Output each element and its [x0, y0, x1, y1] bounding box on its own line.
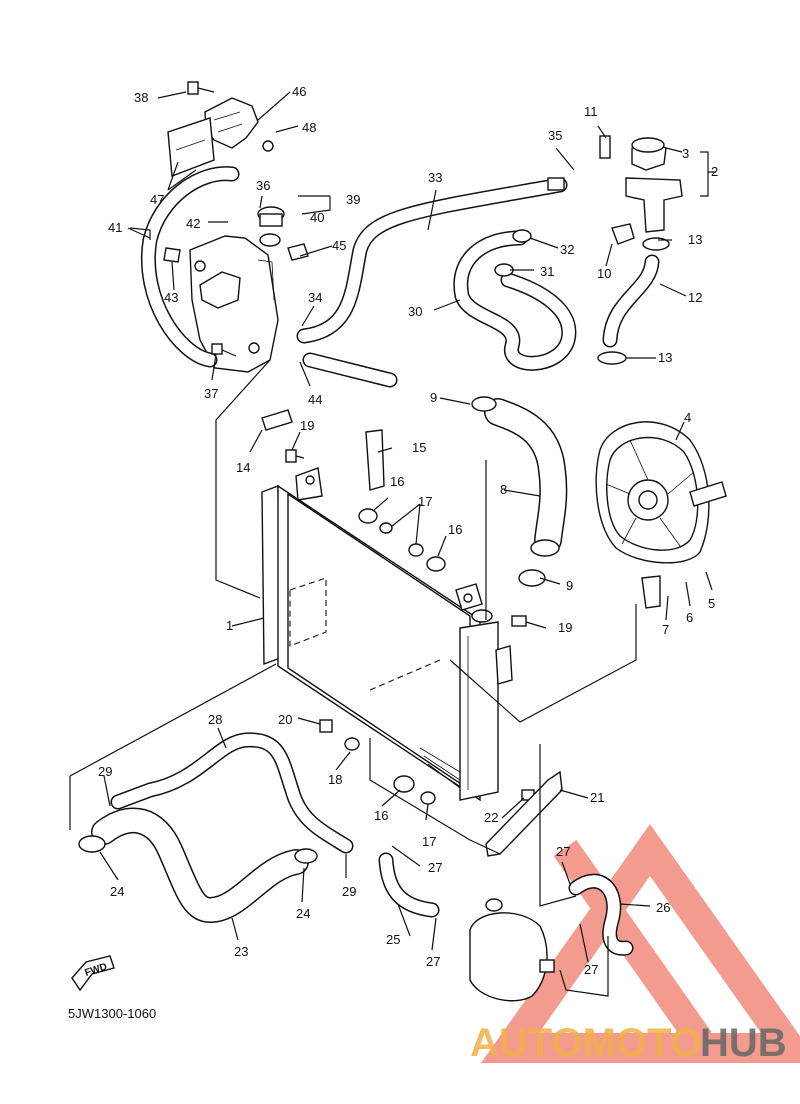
callout-27c: 27 [556, 844, 570, 859]
callout-45: 45 [332, 238, 346, 253]
callout-25: 25 [386, 932, 400, 947]
callout-42: 42 [186, 216, 200, 231]
callout-19a: 19 [300, 418, 314, 433]
radiator-1 [261, 467, 513, 802]
callout-13a: 13 [688, 232, 702, 247]
callout-10: 10 [597, 266, 611, 281]
callout-13b: 13 [658, 350, 672, 365]
callout-11: 11 [584, 104, 598, 119]
callout-40: 40 [310, 210, 324, 225]
callout-9b: 9 [566, 578, 573, 593]
callout-27a: 27 [428, 860, 442, 875]
hose-30 [453, 229, 577, 371]
callout-41: 41 [108, 220, 122, 235]
leader-lines [69, 91, 716, 997]
callout-38: 38 [134, 90, 148, 105]
thermostat-housing [469, 898, 555, 1002]
callout-47: 47 [150, 192, 164, 207]
clamp-24-right [294, 848, 318, 864]
hose-25 [378, 852, 440, 918]
filler-neck-assembly [599, 135, 683, 251]
hose-8 [471, 396, 568, 587]
callout-17b: 17 [422, 834, 436, 849]
reservoir-tank-assembly [141, 81, 309, 373]
callout-19b: 19 [558, 620, 572, 635]
callout-34: 34 [308, 290, 322, 305]
callout-2: 2 [711, 164, 718, 179]
callout-35: 35 [548, 128, 562, 143]
callout-31: 31 [540, 264, 554, 279]
callout-46: 46 [292, 84, 306, 99]
hose-23 [91, 807, 309, 924]
callout-15: 15 [412, 440, 426, 455]
callout-5: 5 [708, 596, 715, 611]
callout-16c: 16 [374, 808, 388, 823]
callout-28: 28 [208, 712, 222, 727]
callout-27d: 27 [584, 962, 598, 977]
callout-16b: 16 [448, 522, 462, 537]
callout-21: 21 [590, 790, 604, 805]
callout-22: 22 [484, 810, 498, 825]
fan-motor-assembly-4 [595, 421, 727, 609]
callout-12: 12 [688, 290, 702, 305]
callout-24b: 24 [296, 906, 310, 921]
callout-9a: 9 [430, 390, 437, 405]
callout-26: 26 [656, 900, 670, 915]
callout-6: 6 [686, 610, 693, 625]
callout-27b: 27 [426, 954, 440, 969]
callout-43: 43 [164, 290, 178, 305]
diagram-code: 5JW1300-1060 [68, 1006, 156, 1021]
callout-17a: 17 [418, 494, 432, 509]
watermark-brand-automoto: AUTOMOTO [470, 1021, 702, 1065]
callout-7: 7 [662, 622, 669, 637]
callout-16a: 16 [390, 474, 404, 489]
callout-23: 23 [234, 944, 248, 959]
watermark-brand: AUTOMOTO HUB [470, 1021, 787, 1065]
callout-48: 48 [302, 120, 316, 135]
radiator-small-parts [261, 409, 535, 805]
callout-32: 32 [560, 242, 574, 257]
callout-44: 44 [308, 392, 322, 407]
callout-20: 20 [278, 712, 292, 727]
callout-4: 4 [684, 410, 691, 425]
callout-24a: 24 [110, 884, 124, 899]
callout-39: 39 [346, 192, 360, 207]
callout-29b: 29 [342, 884, 356, 899]
callout-37: 37 [204, 386, 218, 401]
clamp-24-left [78, 835, 106, 853]
callout-1: 1 [226, 618, 233, 633]
callout-36: 36 [256, 178, 270, 193]
breather-pipe-33 [296, 177, 568, 388]
watermark-logo [481, 824, 800, 1063]
hose-26 [568, 873, 634, 956]
callout-8: 8 [500, 482, 507, 497]
callouts: 1 2 3 4 5 6 7 8 9 9 10 11 12 13 13 14 15… [98, 84, 718, 977]
callout-33: 33 [428, 170, 442, 185]
callout-30: 30 [408, 304, 422, 319]
fwd-arrow-icon: FWD [71, 955, 115, 992]
watermark-brand-hub: HUB [700, 1021, 787, 1065]
callout-3: 3 [682, 146, 689, 161]
hose-28 [110, 732, 354, 854]
callout-29a: 29 [98, 764, 112, 779]
callout-18: 18 [328, 772, 342, 787]
callout-14: 14 [236, 460, 250, 475]
